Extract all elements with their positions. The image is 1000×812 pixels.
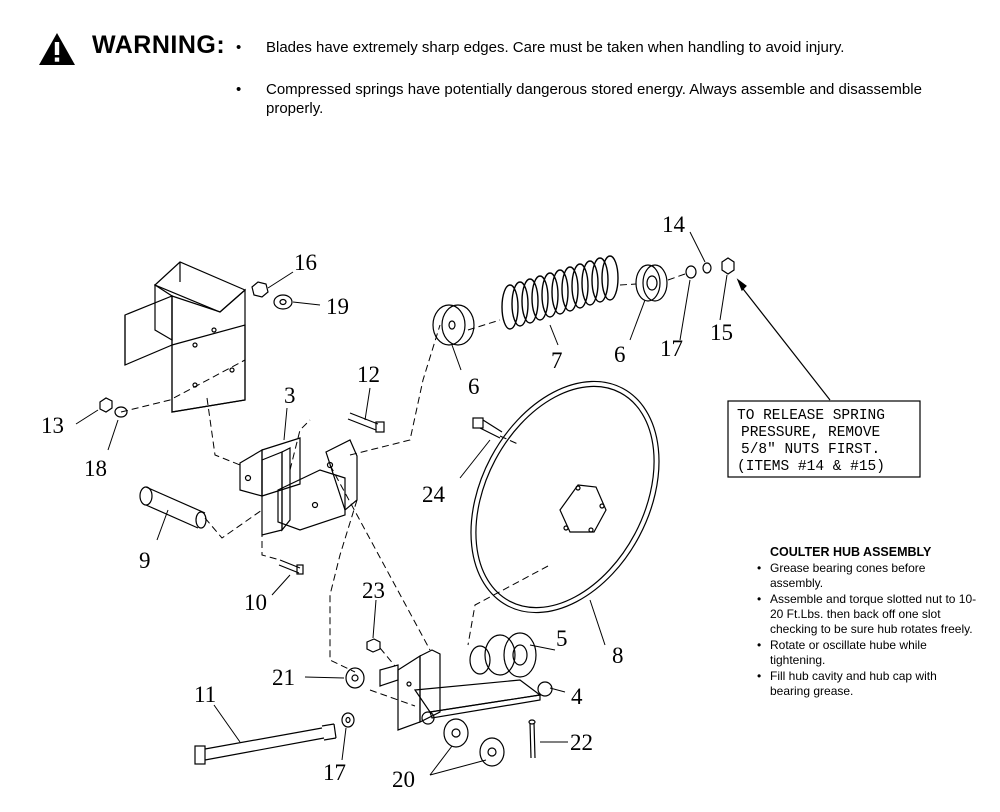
part-number-8: 8 — [612, 643, 624, 668]
warning-text-springs: Compressed springs have potentially dang… — [266, 81, 922, 117]
part-number-17a: 17 — [660, 336, 683, 361]
nut-13 — [99, 397, 113, 413]
warning-text-blades: Blades have extremely sharp edges. Care … — [266, 39, 845, 56]
part-number-11: 11 — [194, 682, 216, 707]
part-number-5: 5 — [556, 626, 568, 651]
part-number-7: 7 — [551, 348, 563, 373]
spring-release-callout: TO RELEASE SPRING PRESSURE, REMOVE 5/8" … — [727, 400, 921, 478]
pivot-yoke — [239, 437, 358, 536]
coulter-hub-list: Grease bearing cones before assembly. As… — [750, 561, 980, 699]
bullet-dot: • — [236, 81, 242, 98]
coulter-note: Grease bearing cones before assembly. — [757, 561, 980, 591]
part-number-20: 20 — [392, 767, 415, 792]
washer-17-top — [685, 265, 697, 279]
part-number-19: 19 — [326, 294, 349, 319]
part-number-16: 16 — [294, 250, 317, 275]
coulter-hub-title: COULTER HUB ASSEMBLY — [770, 545, 932, 559]
mounting-bracket — [124, 261, 247, 413]
warning-section: WARNING: • Blades have extremely sharp e… — [0, 0, 1000, 130]
part-number-10: 10 — [244, 590, 267, 615]
part-number-17b: 17 — [323, 760, 346, 785]
washer-17-bottom — [341, 712, 355, 728]
washers-20 — [443, 718, 505, 767]
part-number-21: 21 — [272, 665, 295, 690]
spring-cap-left — [432, 304, 475, 346]
washer-21 — [345, 667, 365, 689]
part-number-6a: 6 — [468, 374, 480, 399]
part-number-6b: 6 — [614, 342, 626, 367]
coulter-note: Assemble and torque slotted nut to 10-20… — [757, 592, 980, 637]
warning-triangle-icon — [39, 33, 75, 65]
nut-16 — [251, 281, 269, 298]
part-number-22: 22 — [570, 730, 593, 755]
callout-line-1: TO RELEASE SPRING — [737, 408, 885, 424]
part-number-13: 13 — [41, 413, 64, 438]
washer-18 — [114, 406, 128, 418]
part-number-4: 4 — [571, 684, 583, 709]
part-number-15: 15 — [710, 320, 733, 345]
bolt-12 — [347, 412, 385, 433]
spring-cap-right — [635, 264, 668, 302]
leader-lines — [75, 231, 728, 776]
coil-spring — [501, 255, 619, 330]
part-number-23: 23 — [362, 578, 385, 603]
part-number-24: 24 — [422, 482, 446, 507]
coulter-note: Fill hub cavity and hub cap with bearing… — [757, 669, 980, 699]
washer-19 — [273, 294, 293, 310]
coulter-hub-notes: COULTER HUB ASSEMBLY Grease bearing cone… — [750, 545, 980, 700]
coulter-blade — [470, 380, 660, 614]
callout-line-4: (ITEMS #14 & #15) — [737, 459, 885, 475]
warning-bullet-springs: • Compressed springs have potentially da… — [236, 80, 956, 118]
warning-title: WARNING: — [92, 31, 226, 59]
coulter-note: Rotate or oscillate hube while tightenin… — [757, 638, 980, 668]
nut-15 — [721, 257, 735, 275]
long-bolt-11 — [194, 723, 337, 765]
callout-line-3: 5/8" NUTS FIRST. — [741, 442, 880, 458]
coulter-hub — [469, 632, 537, 678]
part-number-12: 12 — [357, 362, 380, 387]
part-number-18: 18 — [84, 456, 107, 481]
part-number-3: 3 — [284, 383, 296, 408]
coulter-arm — [413, 679, 553, 719]
bullet-dot: • — [236, 39, 242, 56]
warning-bullet-blades: • Blades have extremely sharp edges. Car… — [236, 38, 986, 57]
pivot-pin — [139, 486, 207, 529]
nut-14 — [702, 262, 712, 274]
assembly-lines — [120, 273, 686, 707]
cotter-pin-22 — [528, 719, 536, 759]
nut-23 — [366, 638, 381, 653]
callout-line-2: PRESSURE, REMOVE — [741, 425, 880, 441]
part-number-14: 14 — [662, 212, 686, 237]
part-number-9: 9 — [139, 548, 151, 573]
arm-mount-bracket — [379, 649, 441, 731]
bolt-24 — [472, 417, 503, 439]
bolt-10 — [278, 559, 304, 575]
